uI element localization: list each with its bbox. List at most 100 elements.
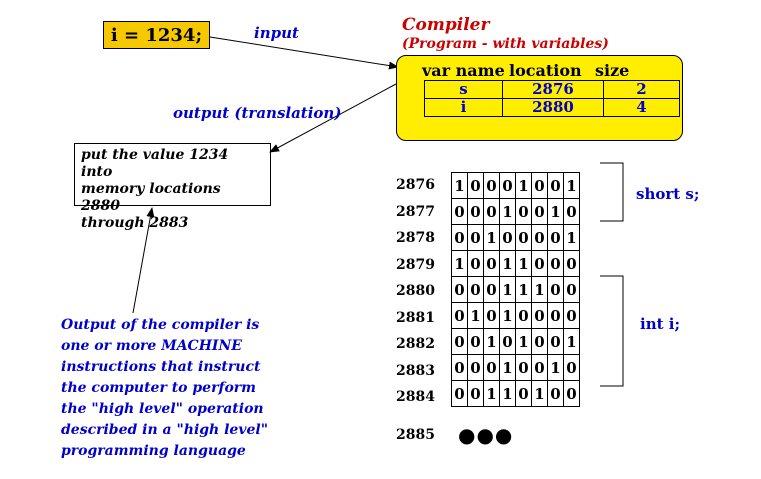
input-arrow — [209, 36, 399, 70]
input-label: input — [254, 24, 299, 42]
caption-line: described in a "high level" — [61, 422, 268, 438]
memory-bit: 1 — [547, 198, 564, 225]
compiler-caption: Output of the compiler is one or more MA… — [61, 315, 268, 462]
memory-bit: 0 — [499, 172, 516, 199]
memory-address: 2883 — [396, 362, 435, 379]
memory-bit: 0 — [547, 172, 564, 199]
memory-bit: 1 — [563, 224, 580, 251]
int-variable-label: int i; — [640, 315, 680, 333]
header-location: location — [509, 61, 582, 80]
memory-bit: 1 — [499, 302, 516, 329]
memory-bit: 0 — [563, 302, 580, 329]
size-cell: 4 — [603, 98, 680, 117]
memory-bit: 0 — [483, 354, 500, 381]
memory-address: 2878 — [396, 230, 435, 246]
caption-line: one or more MACHINE — [61, 338, 242, 354]
memory-address-last: 2885 — [396, 427, 435, 443]
caption-arrow — [132, 207, 155, 314]
size-cell: 2 — [603, 80, 680, 99]
location-cell: 2876 — [502, 80, 604, 99]
table-row: s 2876 2 — [424, 80, 680, 99]
memory-bit: 0 — [531, 354, 548, 381]
memory-bit: 0 — [467, 198, 484, 225]
location-cell: 2880 — [502, 98, 604, 117]
memory-address: 2881 — [396, 309, 435, 326]
compiler-title: Compiler — [402, 15, 490, 35]
caption-line: programming language — [61, 443, 246, 459]
memory-bit: 0 — [547, 224, 564, 251]
memory-bit: 0 — [451, 380, 468, 407]
memory-bit: 0 — [547, 380, 564, 407]
output-line: memory locations 2880 — [81, 181, 221, 214]
translation-output-box: put the value 1234 into memory locations… — [74, 143, 271, 231]
memory-address: 2879 — [396, 256, 435, 273]
memory-bit: 1 — [467, 302, 484, 329]
memory-bit: 1 — [499, 250, 516, 277]
memory-bit: 0 — [467, 250, 484, 277]
memory-bit: 0 — [451, 302, 468, 329]
input-statement: i = 1234; — [110, 24, 203, 46]
memory-address: 2884 — [396, 389, 435, 405]
memory-bit: 0 — [515, 302, 532, 329]
memory-bit: 0 — [531, 302, 548, 329]
memory-bit: 0 — [467, 380, 484, 407]
memory-bit: 0 — [547, 302, 564, 329]
memory-bit: 0 — [467, 172, 484, 199]
memory-bit: 1 — [451, 250, 468, 277]
memory-bit: 0 — [499, 224, 516, 251]
memory-bit: 0 — [531, 198, 548, 225]
memory-bit: 0 — [515, 198, 532, 225]
memory-bit: 1 — [531, 276, 548, 303]
memory-bit: 1 — [499, 276, 516, 303]
memory-bit: 1 — [563, 172, 580, 199]
memory-bit: 0 — [547, 328, 564, 355]
memory-bit: 1 — [515, 328, 532, 355]
memory-bit: 1 — [531, 380, 548, 407]
header-var-name: var name — [422, 61, 505, 80]
var-name-cell: i — [424, 98, 503, 117]
output-label: output (translation) — [173, 104, 342, 122]
memory-bit: 0 — [563, 198, 580, 225]
memory-bit: 1 — [515, 276, 532, 303]
caption-line: the computer to perform — [61, 380, 256, 396]
var-name-cell: s — [424, 80, 503, 99]
memory-bit: 0 — [563, 276, 580, 303]
header-size: size — [595, 61, 630, 80]
memory-bit: 1 — [451, 172, 468, 199]
memory-bit: 0 — [515, 380, 532, 407]
memory-bit: 0 — [467, 224, 484, 251]
memory-bit: 0 — [467, 328, 484, 355]
memory-bit: 1 — [483, 224, 500, 251]
memory-bit: 0 — [483, 250, 500, 277]
memory-bit: 0 — [547, 276, 564, 303]
output-line: through 2883 — [81, 215, 189, 231]
memory-bit: 0 — [467, 354, 484, 381]
memory-bit: 1 — [563, 328, 580, 355]
caption-line: instructions that instruct — [61, 359, 261, 375]
memory-bit: 1 — [547, 354, 564, 381]
memory-bit: 1 — [515, 250, 532, 277]
input-statement-box: i = 1234; — [103, 21, 210, 49]
output-line: put the value 1234 into — [81, 147, 229, 180]
ellipsis: ●●● — [458, 423, 514, 447]
short-variable-label: short s; — [636, 185, 700, 203]
memory-bit: 0 — [483, 172, 500, 199]
symbol-table: s 2876 2 i 2880 4 — [424, 80, 680, 117]
memory-bit: 0 — [451, 328, 468, 355]
memory-bit: 0 — [563, 380, 580, 407]
memory-bit: 0 — [547, 250, 564, 277]
memory-bit: 0 — [531, 224, 548, 251]
compiler-subtitle: (Program - with variables) — [402, 36, 609, 52]
memory-address: 2876 — [396, 177, 435, 193]
memory-bit: 1 — [499, 354, 516, 381]
memory-bit: 0 — [451, 224, 468, 251]
memory-bit: 1 — [515, 172, 532, 199]
